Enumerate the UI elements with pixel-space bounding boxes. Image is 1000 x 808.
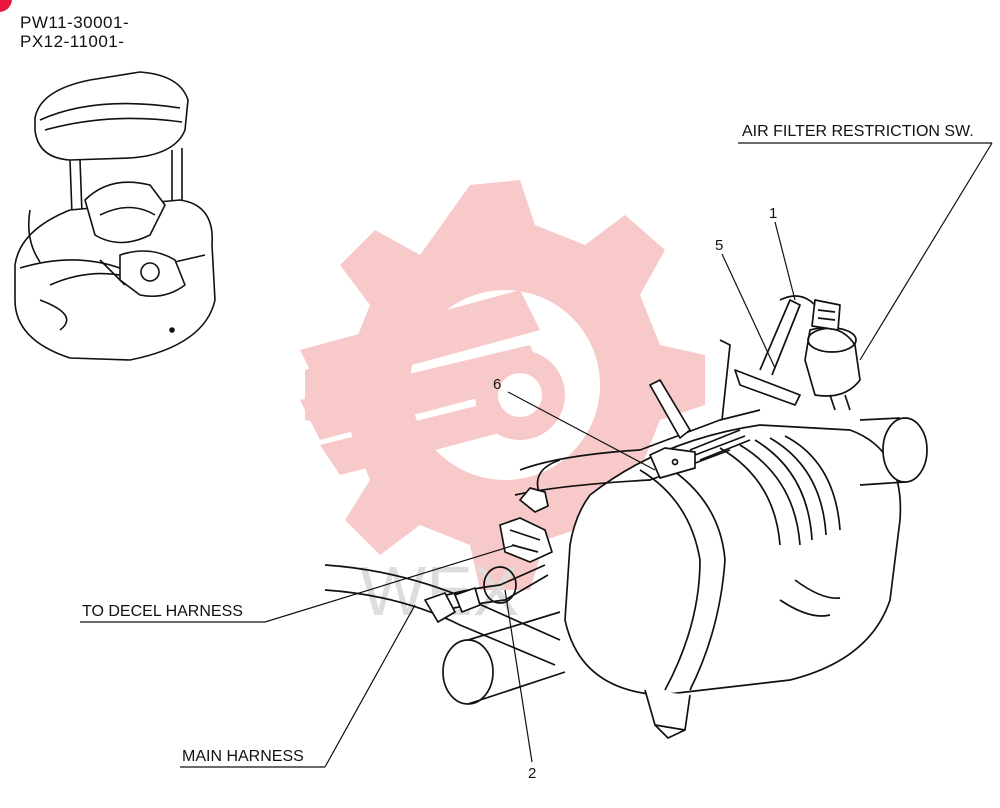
callout-main-harness: MAIN HARNESS (182, 748, 304, 765)
part-number-5: 5 (715, 237, 724, 254)
air-cleaner-assembly (324, 295, 928, 739)
leader-lines (80, 142, 993, 768)
part-number-6: 6 (493, 376, 502, 393)
machine-overview-inset (14, 71, 216, 361)
serial-range-1: PW11-30001- (20, 13, 130, 32)
part-number-1: 1 (769, 205, 778, 222)
callout-to-decel-harness: TO DECEL HARNESS (82, 603, 243, 620)
part-number-2: 2 (528, 765, 537, 782)
callout-air-filter-restriction-sw: AIR FILTER RESTRICTION SW. (742, 123, 974, 140)
serial-range-2: PX12-11001- (20, 32, 125, 51)
